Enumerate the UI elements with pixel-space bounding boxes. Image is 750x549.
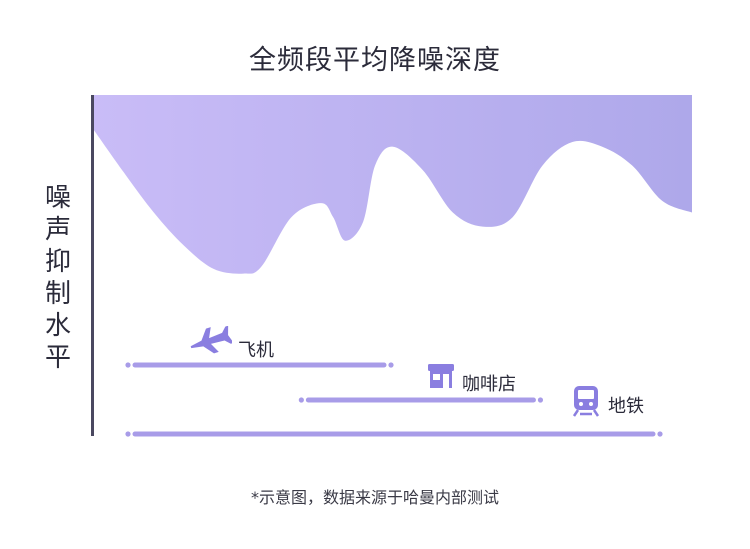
band-endpoint-start <box>125 362 131 368</box>
airplane-icon <box>188 325 234 360</box>
band-endpoint-end <box>537 397 544 403</box>
y-axis-label-char: 抑 <box>44 247 71 277</box>
y-axis-label-char: 噪 <box>44 183 71 213</box>
y-axis-label-char: 平 <box>44 343 71 373</box>
noise-reduction-area <box>94 95 692 274</box>
band-endpoint-end <box>657 431 663 437</box>
y-axis-label-char: 制 <box>44 279 71 309</box>
band-endpoint-start <box>125 431 131 437</box>
y-axis-line <box>91 95 94 436</box>
band-endpoint-start <box>298 397 304 403</box>
chart-title: 全频段平均降噪深度 <box>249 45 501 76</box>
y-axis-label-char: 水 <box>44 311 71 341</box>
band-label-cafe: 咖啡店 <box>462 374 516 395</box>
band-label-subway: 地铁 <box>608 396 644 417</box>
band-endpoint-end <box>388 362 394 368</box>
band-label-airplane: 飞机 <box>238 340 274 361</box>
y-axis-label-char: 声 <box>44 215 71 245</box>
subway-icon <box>572 385 600 421</box>
y-axis-label: 噪声抑制水平 <box>38 182 78 374</box>
cafe-icon <box>427 362 455 394</box>
footnote: *示意图，数据来源于哈曼内部测试 <box>250 488 499 507</box>
